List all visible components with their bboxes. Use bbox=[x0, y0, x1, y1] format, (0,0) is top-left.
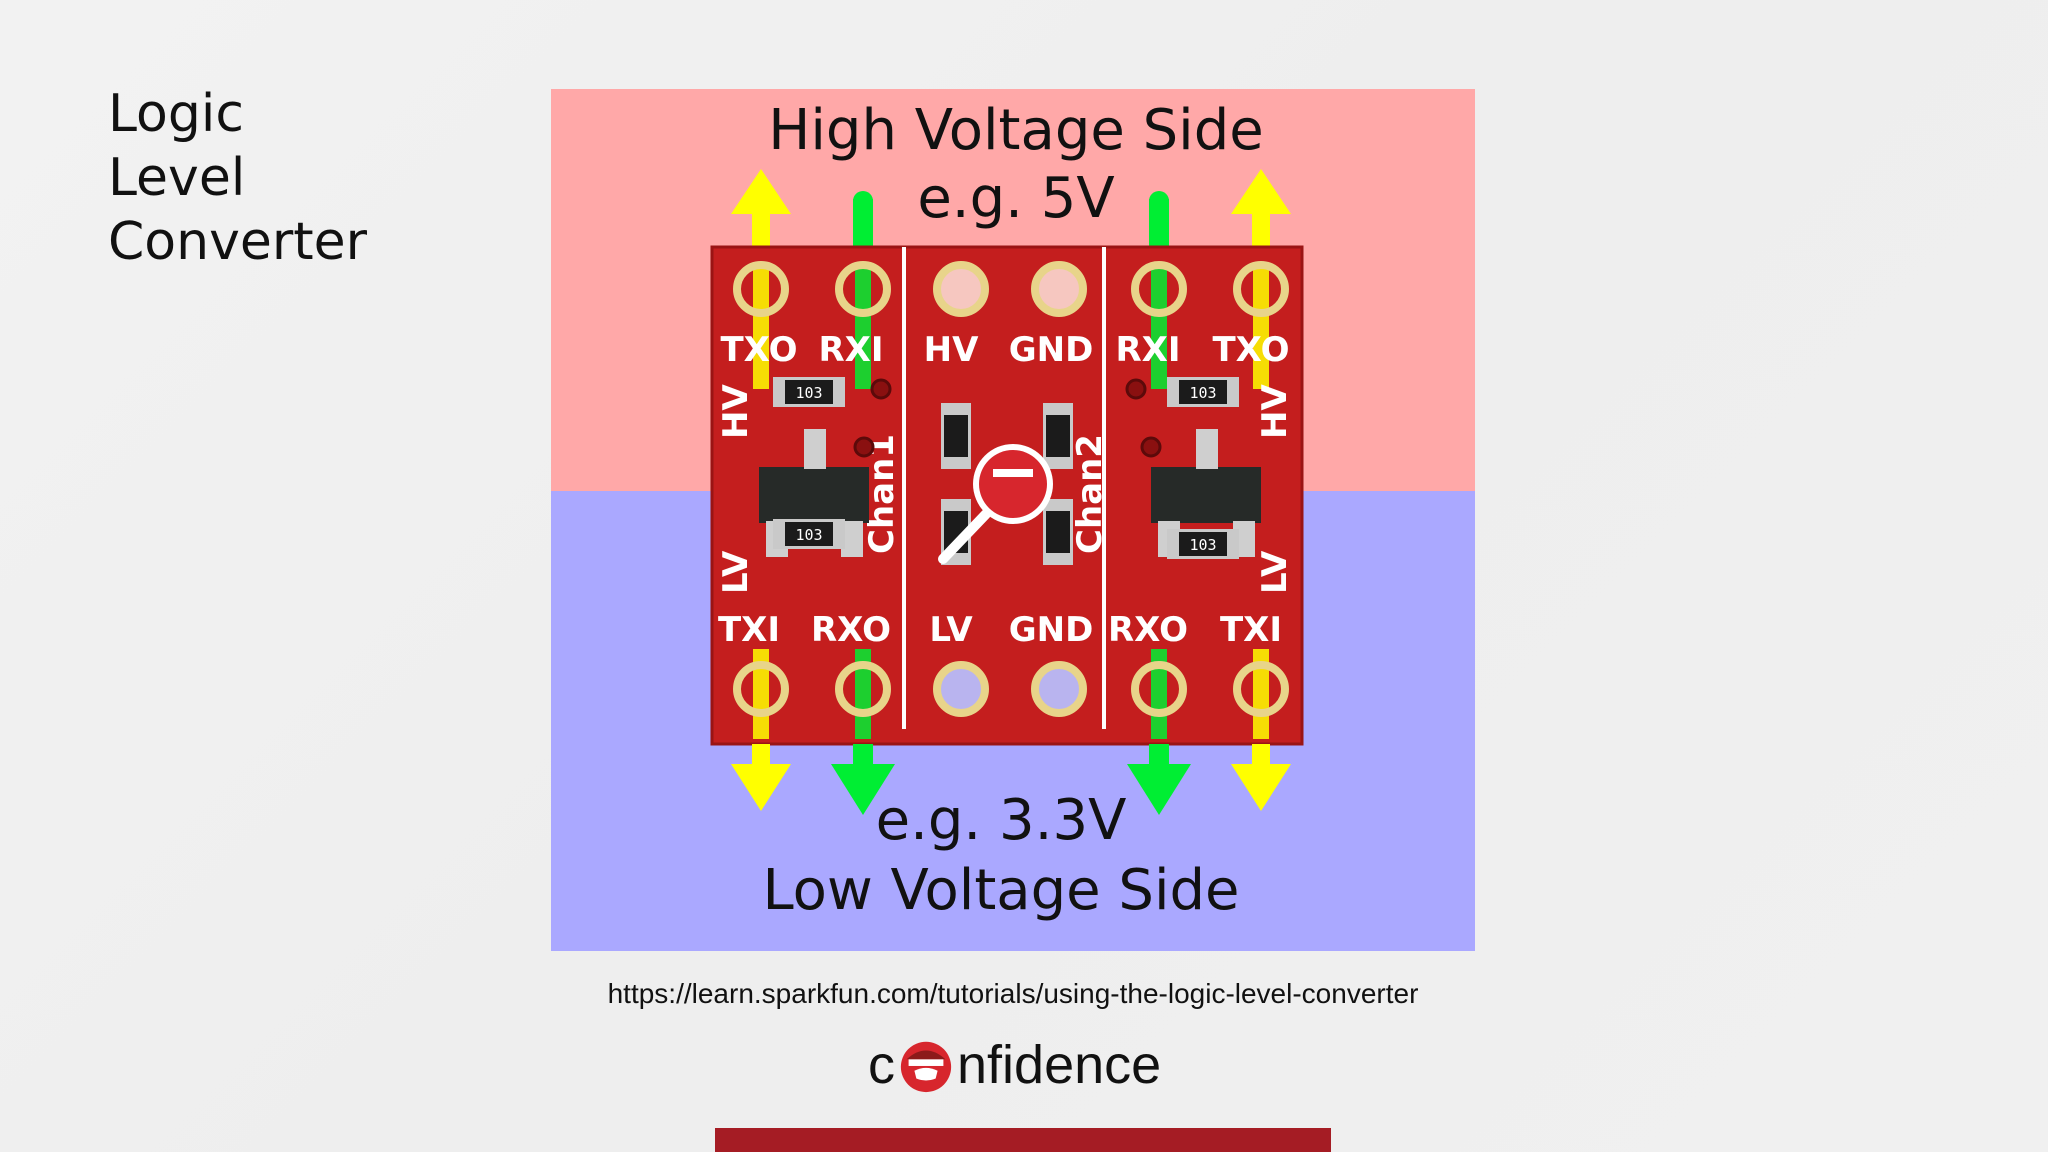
arrow-rx-left-bottom bbox=[831, 744, 895, 815]
high-voltage-example: e.g. 5V bbox=[917, 166, 1114, 231]
top-pads bbox=[733, 261, 1289, 317]
top-pin-label-6: TXO bbox=[1212, 330, 1289, 370]
bottom-pin-label-5: RXO bbox=[1108, 610, 1188, 650]
top-pin-label-2: RXI bbox=[818, 330, 883, 370]
title-line-2: Level bbox=[108, 148, 246, 208]
low-voltage-example: e.g. 3.3V bbox=[876, 788, 1127, 853]
slide-title: Logic Level Converter bbox=[108, 82, 428, 274]
channel-label-2: Chan2 bbox=[1070, 434, 1110, 554]
side-label-lv-right: LV bbox=[1255, 550, 1295, 594]
resistor-top-right: 103 bbox=[1167, 377, 1239, 407]
mosfet-left bbox=[759, 429, 869, 557]
resistor-code-2: 103 bbox=[795, 526, 822, 544]
resistor-code-3: 103 bbox=[1189, 384, 1216, 402]
vias bbox=[853, 378, 1162, 458]
source-url: https://learn.sparkfun.com/tutorials/usi… bbox=[607, 978, 1419, 1009]
arrow-tx-right-bottom bbox=[1231, 744, 1291, 811]
arrow-rx-right-bottom bbox=[1127, 744, 1191, 815]
arrow-tx-left-top bbox=[731, 169, 791, 259]
top-pin-label-4: GND bbox=[1009, 330, 1094, 370]
high-voltage-title: High Voltage Side bbox=[768, 98, 1263, 163]
arrow-tx-right-top bbox=[1231, 169, 1291, 259]
watermark-logo bbox=[938, 444, 1053, 564]
bottom-pin-label-2: RXO bbox=[811, 610, 891, 650]
title-line-1: Logic bbox=[108, 84, 244, 144]
bottom-pin-label-3: LV bbox=[929, 610, 973, 650]
bottom-pin-label-6: TXI bbox=[1220, 610, 1282, 650]
logo-prefix: c bbox=[868, 1035, 895, 1095]
top-pin-label-1: TXO bbox=[720, 330, 797, 370]
footer-bar bbox=[715, 1128, 1331, 1152]
converter-board: TXO RXI HV GND RXI TXO TXI RXO LV GND RX… bbox=[710, 245, 1304, 746]
logo-suffix: nfidence bbox=[957, 1035, 1162, 1095]
side-label-hv-left: HV bbox=[716, 384, 756, 439]
arrow-tx-left-bottom bbox=[731, 744, 791, 811]
side-label-lv-left: LV bbox=[716, 550, 756, 594]
title-line-3: Converter bbox=[108, 212, 367, 272]
bottom-pads bbox=[733, 661, 1289, 717]
low-voltage-title: Low Voltage Side bbox=[762, 858, 1239, 923]
resistor-code-1: 103 bbox=[795, 384, 822, 402]
resistor-bottom-right: 103 bbox=[1167, 529, 1239, 559]
logic-level-converter-figure: High Voltage Side e.g. 5V bbox=[551, 89, 1475, 951]
side-label-hv-right: HV bbox=[1255, 384, 1295, 439]
top-pin-label-3: HV bbox=[924, 330, 979, 370]
bottom-pin-label-4: GND bbox=[1009, 610, 1094, 650]
resistor-code-4: 103 bbox=[1189, 536, 1216, 554]
spy-icon bbox=[900, 1041, 952, 1093]
bottom-pin-label-1: TXI bbox=[718, 610, 780, 650]
confidence-logo: c nfidence bbox=[868, 1030, 1161, 1100]
resistor-top-left: 103 bbox=[773, 377, 845, 407]
top-pin-label-5: RXI bbox=[1115, 330, 1180, 370]
resistor-bottom-left: 103 bbox=[773, 519, 845, 549]
